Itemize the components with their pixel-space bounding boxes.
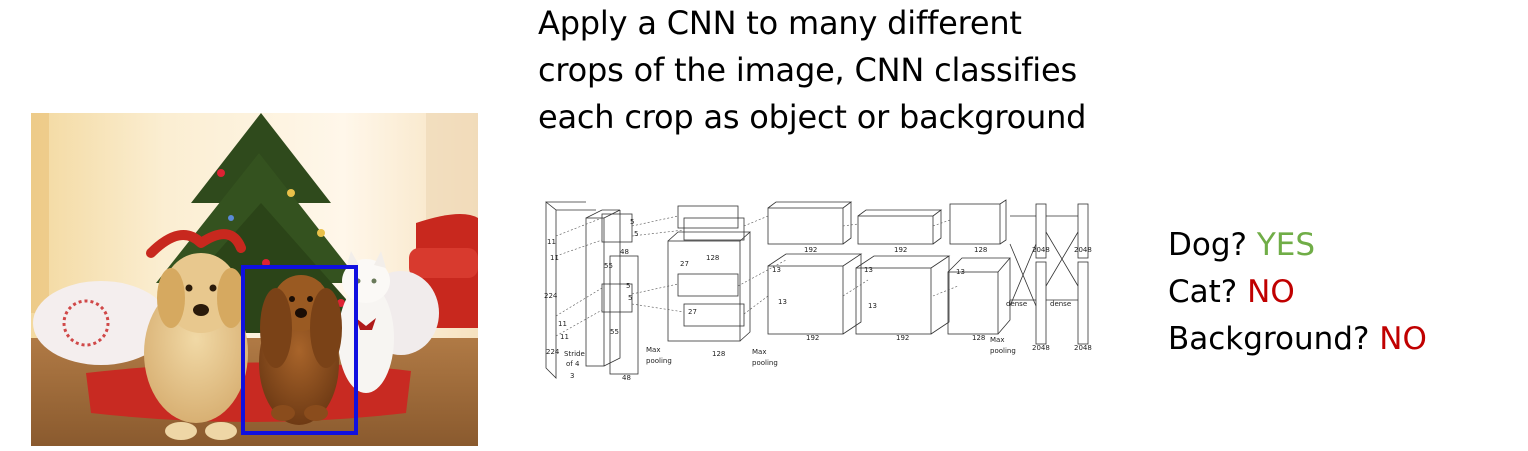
label-11d: 11 <box>560 333 569 341</box>
pillow-left <box>33 281 169 365</box>
label-5d: 5 <box>628 294 632 302</box>
caption: Apply a CNN to many different crops of t… <box>538 0 1158 141</box>
caption-line-1: Apply a CNN to many different <box>538 4 1022 42</box>
label-2048d: 2048 <box>1074 344 1092 352</box>
golden-retriever <box>144 253 248 440</box>
label-dense-2: dense <box>1050 300 1071 308</box>
result-cat-answer: NO <box>1247 274 1295 310</box>
result-dog-question: Dog? <box>1168 227 1247 263</box>
label-192a: 192 <box>804 246 817 254</box>
label-192d: 192 <box>896 334 909 342</box>
label-2048a: 2048 <box>1032 246 1050 254</box>
label-55a: 55 <box>604 262 613 270</box>
label-27b: 27 <box>688 308 697 316</box>
result-background: Background? NO <box>1168 316 1427 363</box>
pets-photo <box>31 113 478 446</box>
label-2048b: 2048 <box>1074 246 1092 254</box>
spaniel-dog <box>259 275 342 425</box>
label-27a: 27 <box>680 260 689 268</box>
label-3: 3 <box>570 372 574 380</box>
label-maxpool-3: Max <box>990 336 1004 344</box>
label-maxpool-2: Max <box>752 348 766 356</box>
label-55b: 55 <box>610 328 619 336</box>
label-13e: 13 <box>956 268 965 276</box>
label-192c: 192 <box>894 246 907 254</box>
label-dense-1: dense <box>1006 300 1027 308</box>
label-pooling-1: pooling <box>646 357 672 365</box>
label-13d: 13 <box>868 302 877 310</box>
label-maxpool-1: Max <box>646 346 660 354</box>
label-128a: 128 <box>706 254 719 262</box>
label-2048c: 2048 <box>1032 344 1050 352</box>
label-stride: Stride <box>564 350 585 358</box>
label-5a: 5 <box>630 218 634 226</box>
label-128c: 128 <box>974 246 987 254</box>
label-224a: 224 <box>544 292 558 300</box>
label-5b: 5 <box>634 230 638 238</box>
caption-line-3: each crop as object or background <box>538 98 1087 136</box>
caption-line-2: crops of the image, CNN classifies <box>538 51 1077 89</box>
label-11c: 11 <box>558 320 567 328</box>
label-13b: 13 <box>778 298 787 306</box>
label-11b: 11 <box>550 254 559 262</box>
label-224b: 224 <box>546 348 560 356</box>
label-5c: 5 <box>626 282 630 290</box>
label-13a: 13 <box>772 266 781 274</box>
label-48a: 48 <box>620 248 629 256</box>
result-dog: Dog? YES <box>1168 222 1427 269</box>
label-13c: 13 <box>864 266 873 274</box>
label-128b: 128 <box>712 350 725 358</box>
result-cat: Cat? NO <box>1168 269 1427 316</box>
result-cat-question: Cat? <box>1168 274 1238 310</box>
result-background-answer: NO <box>1379 321 1427 357</box>
label-128d: 128 <box>972 334 985 342</box>
result-background-question: Background? <box>1168 321 1370 357</box>
result-dog-answer: YES <box>1256 227 1316 263</box>
label-48b: 48 <box>622 374 631 382</box>
label-of-4: of 4 <box>566 360 580 368</box>
label-11a: 11 <box>547 238 556 246</box>
classification-results: Dog? YES Cat? NO Background? NO <box>1168 222 1427 363</box>
label-192b: 192 <box>806 334 819 342</box>
crop-bounding-box <box>241 265 358 435</box>
label-pooling-3: pooling <box>990 347 1016 355</box>
cnn-architecture-diagram: 11 11 224 11 11 224 Stride of 4 3 5 5 5 … <box>544 199 1092 382</box>
white-cat <box>338 251 394 393</box>
label-pooling-2: pooling <box>752 359 778 367</box>
